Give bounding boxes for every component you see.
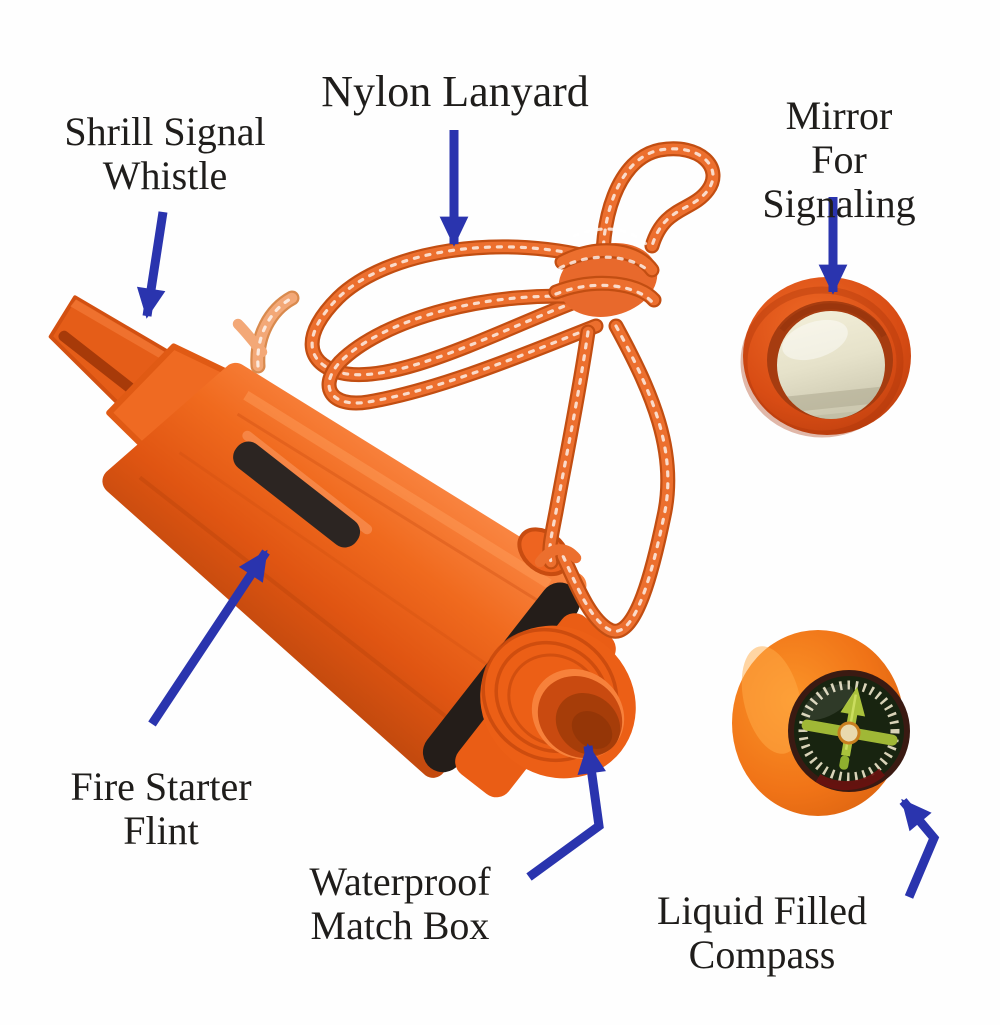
label-fire-starter-flint: Fire Starter Flint (70, 764, 252, 853)
barrel-top-highlight (243, 391, 552, 589)
rope-braid (256, 296, 294, 368)
callout-arrows (136, 130, 940, 899)
matchbox-arrow (526, 743, 606, 881)
rope-braid (310, 245, 610, 377)
compass-glass-glare (802, 684, 854, 720)
label-mirror-for-signaling: Mirror For Signaling (762, 93, 916, 226)
flint-arrow (148, 549, 270, 727)
rope-knot-strand (556, 245, 658, 276)
compass-needle (801, 686, 898, 770)
barrel-flute (138, 475, 458, 727)
label-nylon-lanyard: Nylon Lanyard (321, 67, 589, 116)
recess-shadow-arc (779, 303, 887, 338)
matchbox-open-end (480, 625, 636, 779)
lanyard-rope (232, 141, 721, 639)
rope-braid (601, 147, 715, 284)
opening-deep-shadow (571, 710, 613, 750)
whistle-arrow (136, 211, 168, 319)
label-shrill-signal-whistle: Shrill Signal Whistle (64, 109, 266, 198)
barrel-flute (178, 451, 501, 675)
glass-band (777, 385, 885, 415)
rope-knot-strand (550, 278, 660, 306)
south-mark (815, 768, 885, 791)
survival-tool-body (48, 295, 616, 798)
needle-tail (839, 755, 850, 770)
rope-braid (554, 227, 654, 304)
glass-glare (782, 319, 848, 361)
whistle-air-slot (58, 330, 136, 394)
label-liquid-filled-compass: Liquid Filled Compass (657, 888, 867, 977)
blade-highlight (70, 299, 177, 366)
compass-tick-ring (798, 680, 900, 782)
knob-highlight (741, 646, 803, 754)
rope-strand (534, 544, 582, 568)
compass-arrow (899, 798, 940, 899)
barrel-flute (236, 412, 548, 608)
fire-starter-flint-rod (233, 441, 361, 548)
rope-braid (327, 294, 600, 405)
liquid-filled-compass (732, 630, 910, 816)
flint-slot-highlight (242, 430, 373, 535)
signal-mirror (740, 277, 911, 438)
label-waterproof-match-box: Waterproof Match Box (309, 859, 491, 948)
rope-braid (561, 324, 670, 633)
rope-braid (548, 330, 590, 564)
needle-hub (837, 721, 861, 745)
